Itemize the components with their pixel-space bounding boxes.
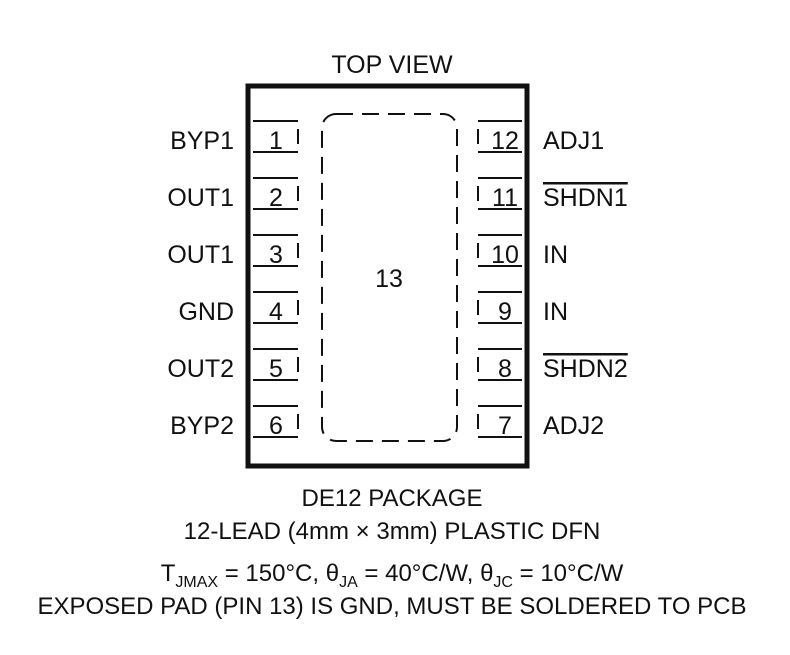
pin-5: 5 OUT2: [167, 348, 299, 383]
pin-number: 1: [269, 127, 283, 155]
pin-9: 9 IN: [477, 291, 568, 326]
pin-number: 10: [491, 241, 519, 269]
theta-jc-symbol: θ: [480, 560, 493, 587]
caption-thermal: TJMAX = 150°C, θJA = 40°C/W, θJC = 10°C/…: [161, 560, 624, 591]
pin-11: 11 SHDN1: [477, 177, 628, 212]
pin-4: 4 GND: [178, 291, 299, 326]
pin-name: ADJ2: [543, 412, 604, 440]
pin-number: 5: [269, 355, 283, 383]
caption-lead-description: 12-LEAD (4mm × 3mm) PLASTIC DFN: [184, 518, 601, 545]
pin-number: 8: [498, 355, 512, 383]
pin-number: 2: [269, 184, 283, 212]
pin-number: 4: [269, 298, 283, 326]
theta-ja-subscript: JA: [339, 574, 358, 591]
pin-2: 2 OUT1: [167, 177, 299, 212]
pin-name: OUT1: [167, 241, 234, 269]
pin-name: OUT1: [167, 184, 234, 212]
pin-name: ADJ1: [543, 127, 604, 155]
pin-number: 12: [491, 127, 519, 155]
theta-jc-subscript: JC: [493, 574, 513, 591]
caption-package: DE12 PACKAGE: [302, 485, 483, 512]
caption-exposed-pad-note: EXPOSED PAD (PIN 13) IS GND, MUST BE SOL…: [37, 593, 746, 620]
package-body: [245, 83, 530, 469]
pin-name: SHDN1: [543, 184, 628, 212]
theta-jc-value: = 10°C/W: [513, 560, 624, 587]
pin-name: SHDN2: [543, 355, 628, 383]
theta-ja-symbol: θ: [326, 560, 339, 587]
pin-name: GND: [178, 298, 234, 326]
tj-subscript: JMAX: [175, 574, 218, 591]
pin-7: 7 ADJ2: [477, 405, 604, 440]
pin-name: BYP2: [170, 412, 234, 440]
top-view-title: TOP VIEW: [331, 51, 453, 79]
pin-name: BYP1: [170, 127, 234, 155]
theta-ja-value: = 40°C/W,: [358, 560, 480, 587]
pin-3: 3 OUT1: [167, 234, 299, 269]
pin-name: IN: [543, 298, 568, 326]
tj-value: = 150°C,: [218, 560, 326, 587]
exposed-pad-label: 13: [375, 265, 403, 293]
exposed-pad: [321, 113, 458, 442]
pin-12: 12 ADJ1: [477, 120, 604, 155]
pin-name: OUT2: [167, 355, 234, 383]
pin-10: 10 IN: [477, 234, 568, 269]
pin-name: IN: [543, 241, 568, 269]
pin-number: 3: [269, 241, 283, 269]
pin-6: 6 BYP2: [170, 405, 299, 440]
pin-number: 7: [498, 412, 512, 440]
tj-symbol: T: [161, 560, 176, 587]
pin-8: 8 SHDN2: [477, 348, 628, 383]
pin-number: 6: [269, 412, 283, 440]
pin-1: 1 BYP1: [170, 120, 299, 155]
pin-number: 9: [498, 298, 512, 326]
pin-number: 11: [492, 184, 518, 212]
